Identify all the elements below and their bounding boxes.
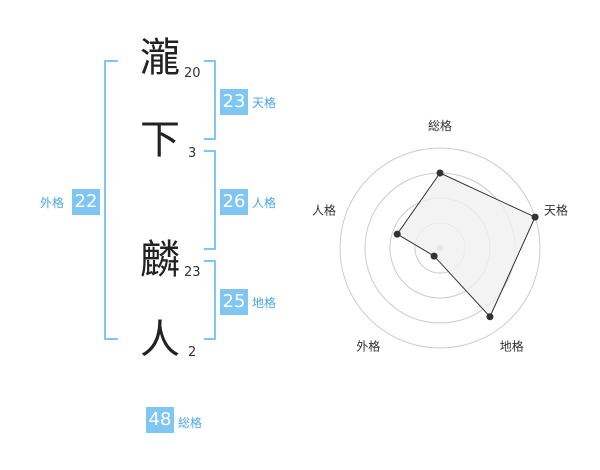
chikaku-value: 25 — [220, 289, 248, 315]
name-char-2: 下 — [140, 117, 180, 163]
jinkaku-bracket — [204, 150, 216, 250]
jinkaku-value: 26 — [220, 189, 248, 215]
radar-label-4: 外格 — [356, 339, 380, 354]
tenkaku-bracket — [204, 60, 216, 140]
name-char-4: 人 — [140, 317, 180, 363]
stroke-count-3: 23 — [184, 265, 201, 280]
radar-label-1: 総格 — [428, 118, 452, 133]
chikaku-bracket — [204, 260, 216, 340]
radar-label-3: 地格 — [500, 339, 524, 354]
radar-point-5 — [393, 230, 401, 238]
soukaku-label: 総格 — [178, 416, 203, 430]
jinkaku-label: 人格 — [252, 196, 277, 210]
gaikaku-value: 22 — [72, 189, 100, 215]
soukaku-value: 48 — [146, 407, 174, 433]
gaikaku-label: 外格 — [40, 196, 65, 210]
radar-ring — [339, 147, 541, 349]
chikaku-label: 地格 — [252, 296, 277, 310]
stroke-count-1: 20 — [184, 66, 201, 81]
tenkaku-value: 23 — [220, 89, 248, 115]
stroke-count-4: 2 — [188, 345, 197, 360]
name-char-3: 麟 — [140, 237, 180, 283]
name-char-1: 瀧 — [140, 35, 180, 81]
radar-label-5: 人格 — [312, 202, 336, 217]
tenkaku-label: 天格 — [252, 96, 277, 110]
radar-point-1 — [436, 169, 444, 177]
radar-point-3 — [486, 313, 494, 321]
stroke-count-2: 3 — [188, 146, 197, 161]
radar-label-2: 天格 — [544, 202, 568, 217]
radar-polygon — [396, 172, 536, 318]
radar-point-2 — [531, 213, 539, 221]
radar-point-4 — [430, 252, 438, 260]
gaikaku-bracket — [104, 60, 118, 340]
